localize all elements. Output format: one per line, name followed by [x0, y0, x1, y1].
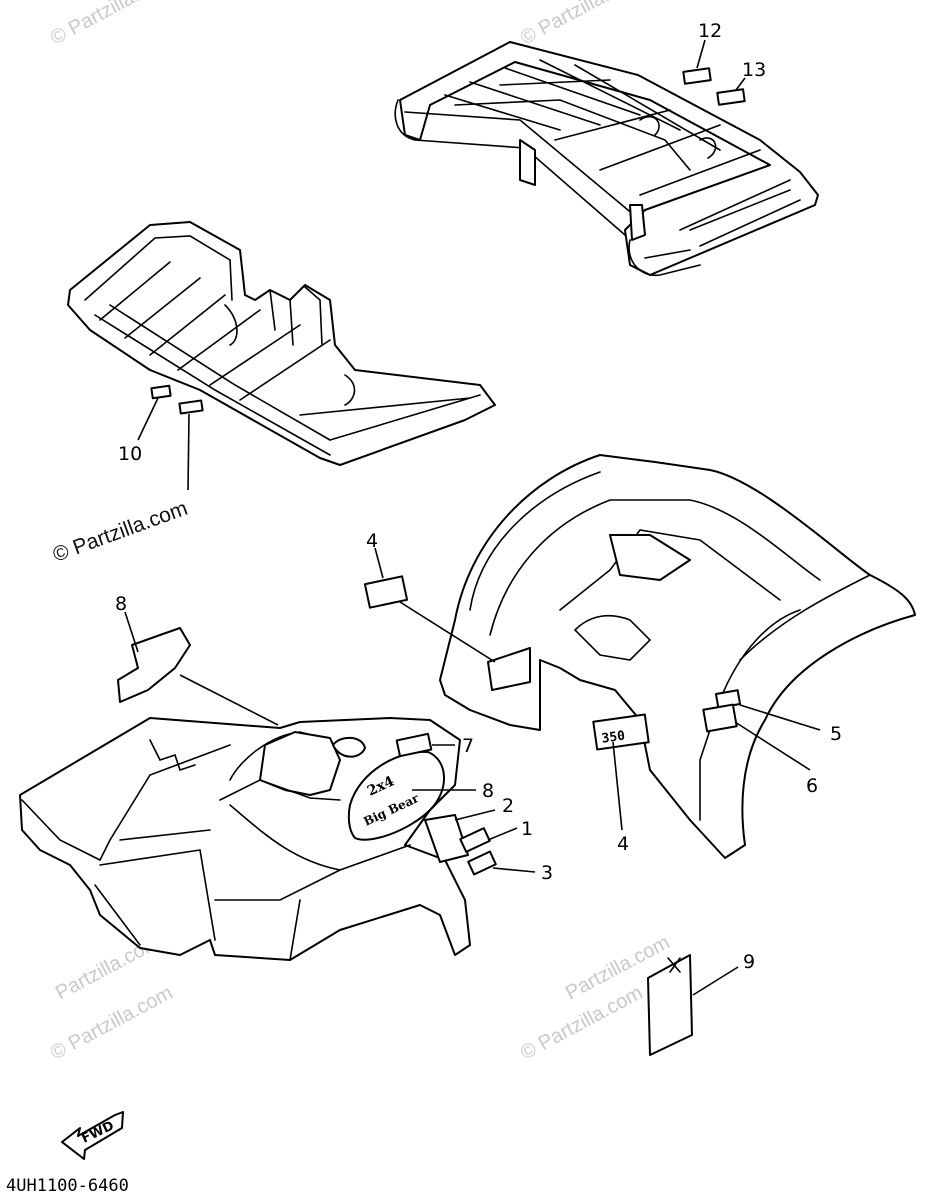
leader-4-upper-tag: [374, 547, 384, 579]
callout-7: 7: [462, 735, 474, 757]
decal-3: [467, 850, 497, 876]
decal-4-upper: [363, 575, 409, 609]
callout-8-upper: 8: [115, 593, 127, 615]
watermark-notice: © Partzilla.com: [50, 497, 191, 567]
watermark-top-center: © Partzilla.com: [517, 0, 646, 49]
watermark-top-left: © Partzilla.com: [47, 0, 176, 49]
callout-9: 9: [743, 951, 755, 973]
callout-3: 3: [541, 862, 553, 884]
callout-4-upper: 4: [366, 530, 378, 552]
rear-fender: [439, 454, 916, 859]
callout-8-lower: 8: [482, 780, 494, 802]
leader-5: [739, 704, 821, 731]
callout-12: 12: [698, 20, 722, 42]
emblem-8-upper: [117, 627, 191, 703]
leader-11: [187, 413, 190, 491]
decal-1: [459, 827, 491, 853]
front-carrier: [67, 221, 496, 466]
callout-10: 10: [118, 443, 142, 465]
callout-13: 13: [742, 59, 766, 81]
fwd-arrow: FWD: [61, 1111, 124, 1160]
leader-13: [735, 77, 746, 91]
leader-2: [454, 809, 496, 821]
leader-8-upper-connector: [179, 674, 279, 726]
decal-12: [682, 67, 712, 85]
label-9-mark: [667, 957, 681, 973]
leader-4-upper: [399, 601, 496, 663]
decal-10: [150, 384, 172, 400]
leader-8-upper: [124, 611, 139, 653]
label-9: [647, 954, 693, 1056]
callout-6: 6: [806, 775, 818, 797]
decal-11: [178, 399, 204, 415]
decal-6: [702, 703, 738, 733]
decal-2: [424, 814, 469, 863]
decal-13: [716, 88, 746, 106]
callout-5: 5: [830, 723, 842, 745]
decal-7: [395, 732, 433, 758]
callout-2: 2: [502, 795, 514, 817]
diagram-code: 4UH1100-6460: [6, 1176, 129, 1196]
leader-10: [137, 397, 159, 441]
badge-350: [592, 713, 650, 751]
leader-3: [492, 867, 536, 873]
leader-12: [696, 39, 706, 69]
bigbear-decal: 2x4 Big Bear: [347, 750, 445, 841]
leader-9: [692, 966, 739, 996]
leader-1: [487, 827, 518, 841]
callout-1: 1: [521, 818, 533, 840]
leader-6: [734, 721, 811, 771]
front-fender: [19, 717, 471, 961]
rear-carrier: [394, 41, 819, 277]
callout-4-lower: 4: [617, 833, 629, 855]
leader-4-lower: [612, 741, 623, 831]
badge-350-text: 350: [601, 729, 627, 747]
